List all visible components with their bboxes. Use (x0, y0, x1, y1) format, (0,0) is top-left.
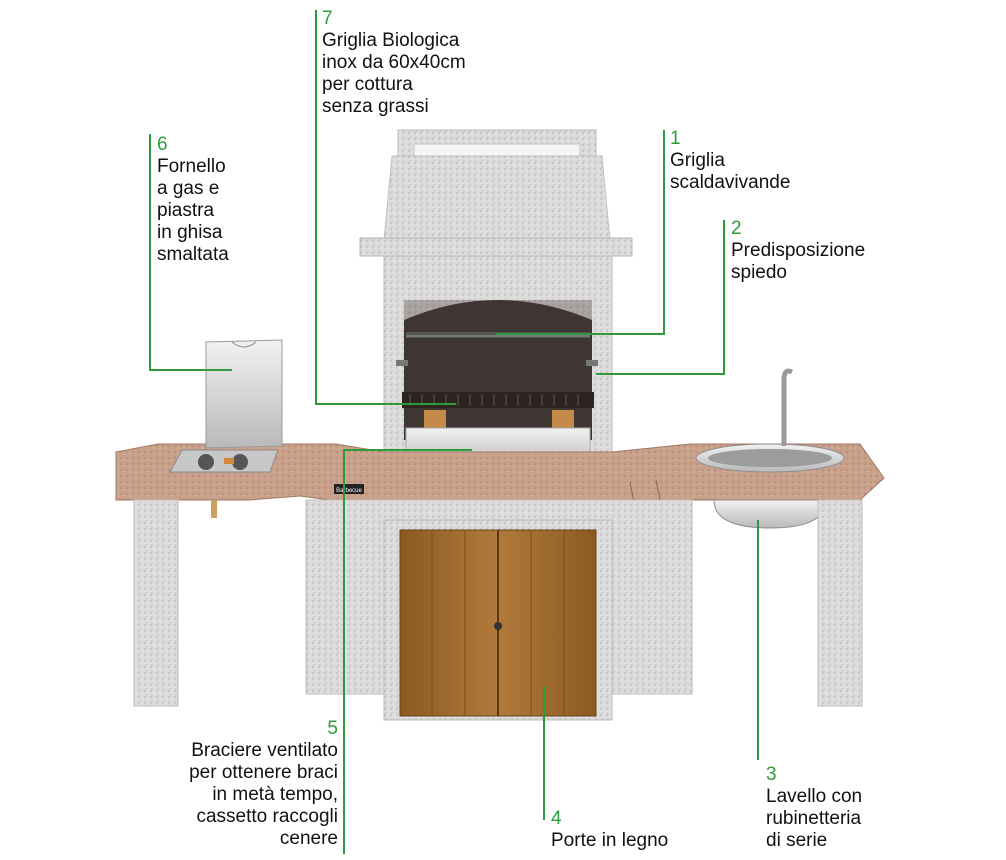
leader-2 (596, 220, 725, 375)
callout-7-line-1: Griglia Biologica (322, 30, 460, 51)
callout-2-line-2: spiedo (731, 262, 787, 283)
callout-5-line-4: cassetto raccogli (196, 806, 338, 827)
callout-7: 7 Griglia Biologica inox da 60x40cm per … (322, 8, 466, 118)
callout-6-line-4: in ghisa (157, 222, 223, 243)
door-lock (494, 622, 502, 630)
leader-6 (149, 134, 232, 371)
callout-7-line-2: inox da 60x40cm (322, 52, 466, 73)
oven-body (383, 255, 613, 471)
callout-2-line-1: Predisposizione (731, 240, 866, 261)
callout-3-line-1: Lavello con (766, 786, 863, 807)
spit-slot-right (586, 360, 598, 366)
callout-6-line-5: smaltata (157, 244, 229, 265)
callout-1-line-1: Griglia (670, 150, 725, 171)
burner-lid (205, 339, 283, 449)
callout-7-line-3: per cottura (322, 74, 413, 95)
callout-3-number: 3 (766, 764, 777, 785)
callout-4-number: 4 (551, 808, 562, 829)
callout-4: 4 Porte in legno (551, 808, 668, 852)
leader-5 (343, 449, 472, 854)
callout-5-line-2: per ottenere braci (189, 762, 338, 783)
cooking-grill (402, 392, 594, 408)
brand-badge-plate (334, 484, 364, 494)
callout-1: 1 Griglia scaldavivande (670, 128, 790, 194)
spit-slot-left (396, 360, 408, 366)
callout-6-line-1: Fornello (157, 156, 226, 177)
callout-6-line-2: a gas e (157, 178, 220, 199)
callout-5-line-1: Braciere ventilato (191, 740, 338, 761)
chimney (359, 129, 633, 257)
callout-1-number: 1 (670, 128, 681, 149)
callout-5-line-3: in metà tempo, (212, 784, 338, 805)
callout-5: 5 Braciere ventilato per ottenere braci … (120, 718, 338, 850)
leader-lines (149, 10, 759, 854)
callout-6-line-3: piastra (157, 200, 215, 221)
wooden-doors (399, 529, 597, 717)
gas-burner (169, 339, 283, 473)
callout-2: 2 Predisposizione spiedo (731, 218, 865, 284)
callout-7-number: 7 (322, 8, 333, 29)
callout-7-line-4: senza grassi (322, 96, 429, 117)
leader-1 (496, 130, 665, 335)
callout-6-number: 6 (157, 134, 168, 155)
callout-1-line-2: scaldavivande (670, 172, 791, 193)
callout-3-line-2: rubinetteria (766, 808, 862, 829)
callout-3-line-3: di serie (766, 830, 828, 851)
brand-badge: Barbecue (336, 488, 362, 494)
callout-4-line-1: Porte in legno (551, 830, 669, 851)
leader-7 (315, 10, 456, 405)
callout-6: 6 Fornello a gas e piastra in ghisa smal… (157, 134, 229, 266)
callout-5-number: 5 (327, 718, 338, 739)
callout-2-number: 2 (731, 218, 742, 239)
callout-5-line-5: cenere (279, 828, 338, 849)
callout-3: 3 Lavello con rubinetteria di serie (766, 764, 862, 852)
